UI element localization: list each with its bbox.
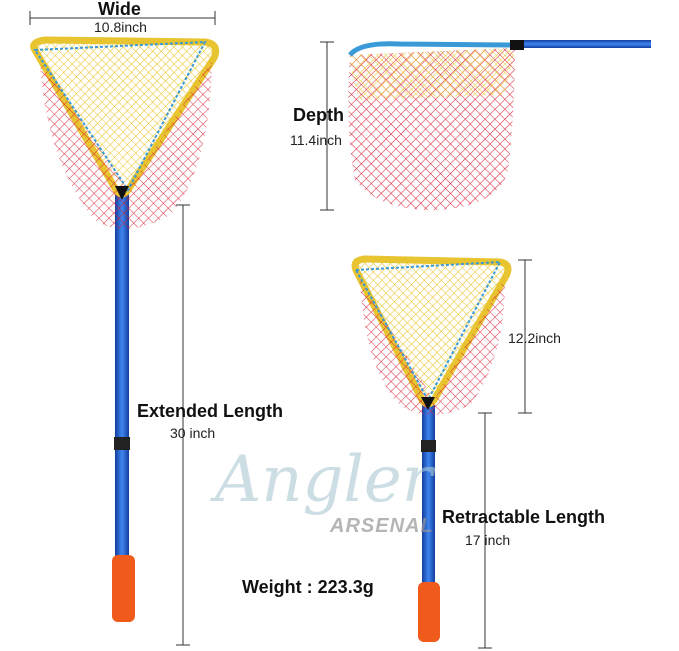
wide-label: Wide [98,0,141,19]
grip [418,582,440,642]
depth-label: Depth [293,105,344,125]
extended-length-label: Extended Length [137,401,284,421]
landing-net-retracted [351,255,512,642]
landing-net-extended [30,36,220,622]
pole-joint [114,437,130,450]
net-height-dimension-line [518,259,532,414]
watermark-logo: Angler [215,443,433,517]
depth-dimension-line [320,41,334,211]
landing-net-side-view [348,40,651,211]
pole-joint [421,440,436,452]
wide-value: 10.8inch [94,19,147,35]
weight-label: Weight : 223.3g [242,577,374,597]
watermark-logo-subtitle: ARSENAL [330,515,434,537]
net-height-value: 12.2inch [508,330,561,346]
retractable-length-value: 17 inch [465,532,511,548]
wide-dimension-line [29,11,216,25]
retractable-length-label: Retractable Length [442,507,606,527]
pole [515,40,651,48]
retractable-length-dimension-line [478,412,492,649]
extended-length-dimension-line [176,204,190,646]
depth-value: 11.4inch [290,132,342,148]
extended-length-value: 30 inch [170,425,216,441]
grip [112,555,135,622]
pole [115,190,129,560]
